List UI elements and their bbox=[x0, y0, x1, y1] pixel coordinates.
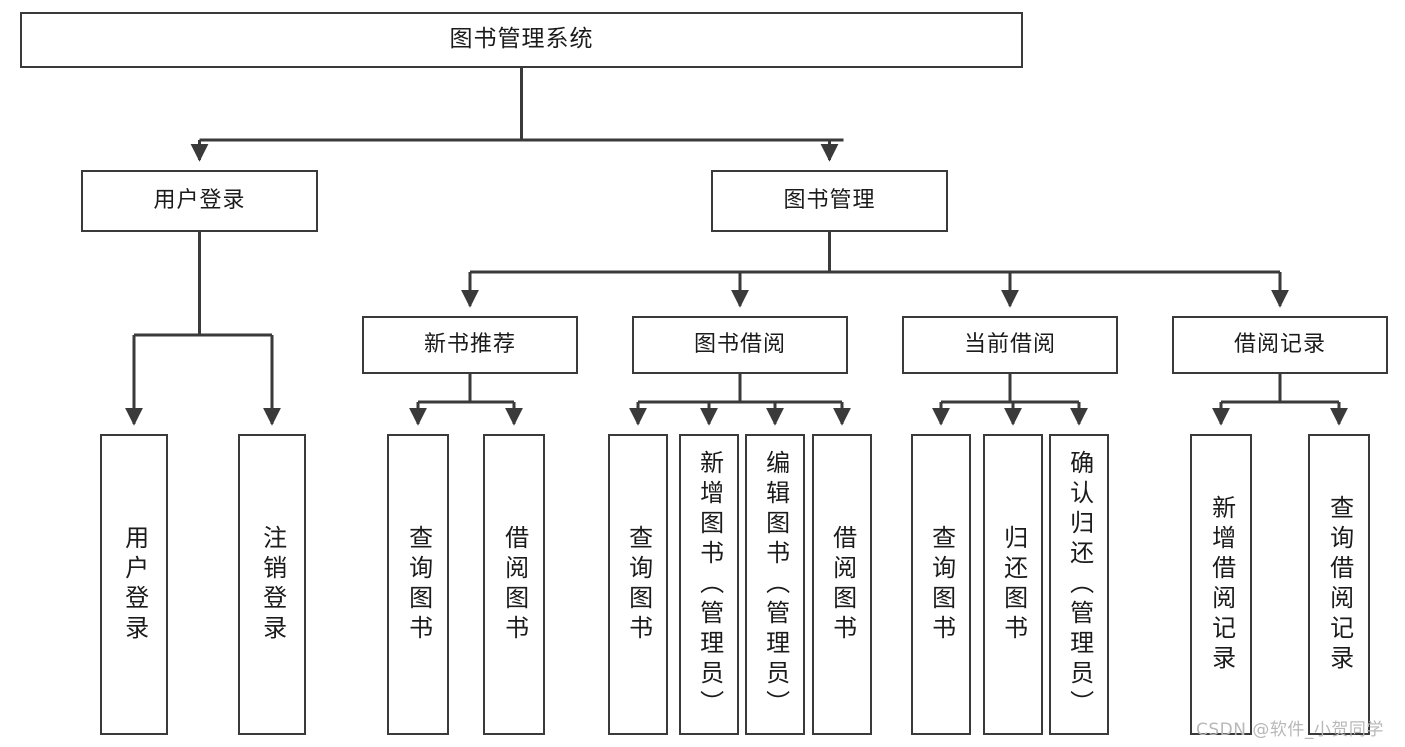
leaf-query-book-borrow[interactable]: 查询图书 bbox=[608, 434, 668, 735]
leaf-borrow-book-newbook[interactable]: 借阅图书 bbox=[483, 434, 545, 735]
node-current-borrow[interactable]: 当前借阅 bbox=[902, 316, 1118, 374]
leaf-query-book-current[interactable]: 查询图书 bbox=[911, 434, 971, 735]
leaf-confirm-return-admin[interactable]: 确认归还（管理员） bbox=[1049, 434, 1109, 735]
node-user-login[interactable]: 用户登录 bbox=[81, 170, 318, 232]
leaf-query-borrow-record[interactable]: 查询借阅记录 bbox=[1308, 434, 1370, 735]
leaf-lend-book[interactable]: 借阅图书 bbox=[812, 434, 872, 735]
csdn-watermark: CSDN @软件_小贺同学 bbox=[1196, 720, 1384, 740]
node-new-book-recommend[interactable]: 新书推荐 bbox=[362, 316, 578, 374]
leaf-query-book-newbook[interactable]: 查询图书 bbox=[387, 434, 449, 735]
node-borrow-records[interactable]: 借阅记录 bbox=[1172, 316, 1388, 374]
leaf-add-book-admin[interactable]: 新增图书（管理员） bbox=[679, 434, 739, 735]
leaf-add-borrow-record[interactable]: 新增借阅记录 bbox=[1190, 434, 1252, 735]
node-root[interactable]: 图书管理系统 bbox=[20, 12, 1023, 68]
leaf-return-book[interactable]: 归还图书 bbox=[983, 434, 1043, 735]
node-book-borrow[interactable]: 图书借阅 bbox=[632, 316, 848, 374]
leaf-user-login[interactable]: 用户登录 bbox=[100, 434, 168, 735]
leaf-edit-book-admin[interactable]: 编辑图书（管理员） bbox=[745, 434, 805, 735]
leaf-logout[interactable]: 注销登录 bbox=[238, 434, 306, 735]
node-book-management[interactable]: 图书管理 bbox=[711, 170, 948, 232]
